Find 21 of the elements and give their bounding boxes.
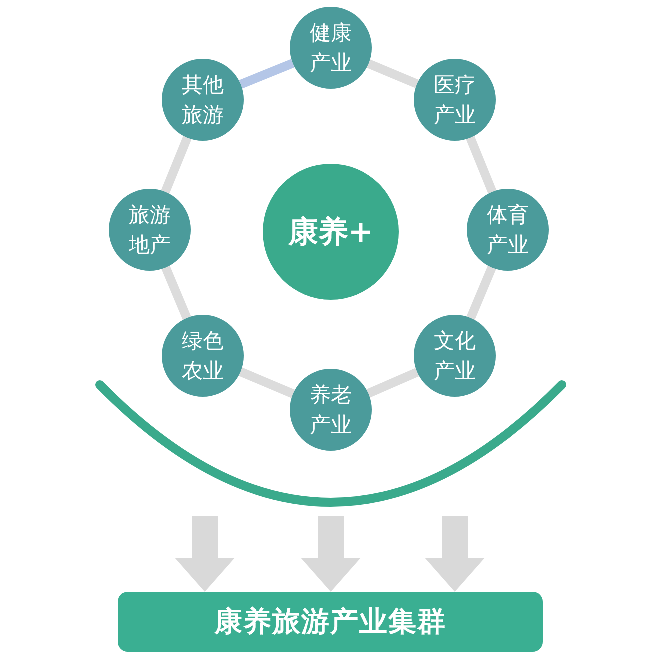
ring-connector bbox=[239, 368, 295, 398]
ring-connector bbox=[366, 368, 420, 398]
cluster-banner: 康养旅游产业集群 bbox=[118, 592, 543, 652]
industry-circle: 旅游地产 bbox=[109, 189, 191, 271]
industry-circle: 健康产业 bbox=[290, 7, 372, 89]
ring-connector bbox=[466, 136, 497, 194]
industry-circle: 体育产业 bbox=[467, 189, 549, 271]
down-arrow bbox=[301, 516, 361, 592]
industry-circle: 养老产业 bbox=[290, 369, 372, 451]
ring-connector bbox=[466, 266, 496, 320]
ring-connector bbox=[161, 136, 192, 194]
industry-circle: 其他旅游 bbox=[162, 59, 244, 141]
ring-connector bbox=[162, 266, 192, 320]
ring-connector bbox=[367, 60, 419, 88]
down-arrow bbox=[425, 516, 485, 592]
industry-circle: 医疗产业 bbox=[414, 59, 496, 141]
center-circle: 康养+ bbox=[263, 164, 399, 300]
industry-circle: 文化产业 bbox=[414, 315, 496, 397]
down-arrow bbox=[175, 516, 235, 592]
industry-circle: 绿色农业 bbox=[162, 315, 244, 397]
ring-connector bbox=[239, 59, 295, 89]
